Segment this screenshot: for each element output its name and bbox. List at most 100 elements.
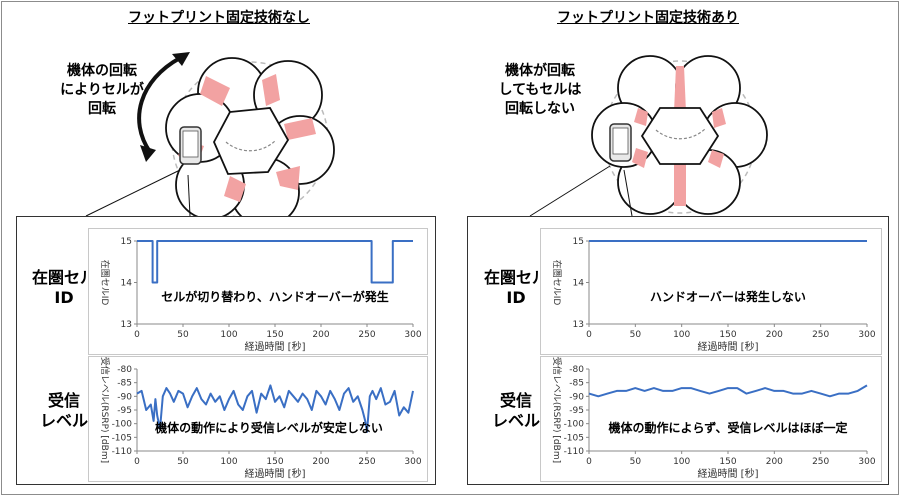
x-tick-label: 200 [766, 330, 783, 340]
left-cell-id-label-line-2: ID [54, 288, 74, 307]
x-tick-label: 250 [358, 330, 375, 340]
left-center-cell [213, 107, 290, 175]
right-overlap-highlight [632, 148, 648, 168]
right-cell-id-label-line-1: 在圏セル [483, 268, 548, 287]
left-title: フットプリント固定技術なし [128, 10, 310, 26]
right-level-label-line-2: レベル [491, 411, 540, 430]
rotation-arrowhead-bottom [140, 145, 156, 162]
right-level-label: 受信 レベル [474, 391, 558, 431]
series-line [588, 384, 868, 398]
rotation-arrow-icon [137, 56, 181, 154]
y-tick-label: 14 [121, 279, 133, 289]
left-overlap-highlight [284, 118, 316, 140]
x-tick-label: 300 [404, 457, 421, 467]
right-overlap-highlight [674, 66, 686, 112]
x-axis-label: 経過時間 [秒] [698, 340, 759, 353]
x-tick-label: 250 [812, 330, 829, 340]
x-axis-label: 経過時間 [秒] [245, 467, 306, 480]
chart-annotation: 機体の動作によらず、受信レベルはほぼ一定 [609, 420, 848, 435]
x-tick-label: 100 [220, 457, 237, 467]
x-tick-label: 0 [586, 457, 592, 467]
left-overlap-highlight [224, 176, 246, 202]
y-tick-label: -85 [569, 379, 584, 389]
right-caption-line-1: 機体が回転 [505, 63, 575, 79]
y-tick-label: -105 [564, 433, 584, 443]
y-tick-label: -80 [117, 365, 132, 375]
x-tick-label: 300 [858, 330, 875, 340]
left-caption: 機体の回転 によりセルが 回転 [52, 62, 152, 119]
right-center-pattern [655, 127, 707, 140]
right-cell-pattern [591, 55, 768, 215]
left-level-label-line-1: 受信 [47, 391, 80, 410]
left-caption-line-3: 回転 [88, 101, 116, 117]
x-tick-label: 50 [630, 457, 642, 467]
y-tick-label: 15 [121, 237, 132, 247]
y-axis-label: 在圏セルID [99, 260, 111, 306]
x-tick-label: 100 [673, 457, 690, 467]
x-tick-label: 300 [404, 330, 421, 340]
x-tick-label: 200 [766, 457, 783, 467]
left-cell-id-label: 在圏セル ID [22, 268, 106, 308]
x-tick-label: 50 [630, 330, 642, 340]
x-tick-label: 0 [134, 457, 140, 467]
left-level-label: 受信 レベル [22, 391, 106, 431]
x-tick-label: 0 [586, 330, 592, 340]
y-tick-label: -105 [112, 433, 132, 443]
x-axis-label: 経過時間 [秒] [245, 340, 306, 353]
right-title: フットプリント固定技術あり [557, 10, 739, 26]
y-tick-label: -85 [117, 379, 132, 389]
rotation-arrowhead-top [172, 52, 190, 66]
y-tick-label: -95 [569, 406, 584, 416]
right-pointer-line [529, 165, 611, 217]
y-tick-label: -80 [569, 365, 584, 375]
left-pointer-line [187, 174, 191, 217]
left-overlap-highlight [262, 74, 280, 106]
x-tick-label: 0 [134, 330, 140, 340]
left-phone-icon [179, 126, 202, 165]
series-line [136, 384, 414, 433]
y-tick-label: 15 [573, 237, 584, 247]
right-level-label-line-1: 受信 [499, 391, 532, 410]
right-caption: 機体が回転 してもセルは 回転しない [490, 62, 590, 119]
y-tick-label: -95 [117, 406, 132, 416]
y-tick-label: -110 [564, 447, 585, 457]
right-center-cell [640, 107, 720, 165]
x-tick-label: 200 [312, 457, 329, 467]
x-tick-label: 300 [858, 457, 875, 467]
x-tick-label: 250 [358, 457, 375, 467]
x-axis-label: 経過時間 [秒] [698, 467, 759, 480]
y-axis-label: 受信レベル(RSRP) [dBm] [99, 357, 111, 463]
right-cell-id-label: 在圏セル ID [474, 268, 558, 308]
right-overlap-highlight [634, 108, 648, 126]
x-tick-label: 150 [266, 330, 283, 340]
left-overlap-highlight [200, 76, 230, 106]
right-cell-id-label-line-2: ID [506, 288, 526, 307]
left-level-label-line-2: レベル [39, 411, 88, 430]
x-tick-label: 150 [719, 330, 736, 340]
series-line [137, 240, 413, 284]
y-tick-label: -90 [569, 392, 584, 402]
y-tick-label: -110 [112, 447, 133, 457]
chart-annotation: ハンドオーバーは発生しない [650, 289, 806, 304]
right-phone-icon [609, 123, 632, 162]
y-tick-label: 14 [573, 279, 585, 289]
x-tick-label: 100 [220, 330, 237, 340]
x-tick-label: 150 [719, 457, 736, 467]
x-tick-label: 50 [177, 457, 189, 467]
x-tick-label: 150 [266, 457, 283, 467]
x-tick-label: 200 [312, 330, 329, 340]
left-cell-id-label-line-1: 在圏セル [31, 268, 96, 287]
right-overlap-highlight [712, 108, 726, 128]
right-overlap-highlight [674, 160, 686, 206]
x-tick-label: 100 [673, 330, 690, 340]
y-tick-label: -100 [112, 420, 133, 430]
y-tick-label: 13 [573, 320, 584, 330]
